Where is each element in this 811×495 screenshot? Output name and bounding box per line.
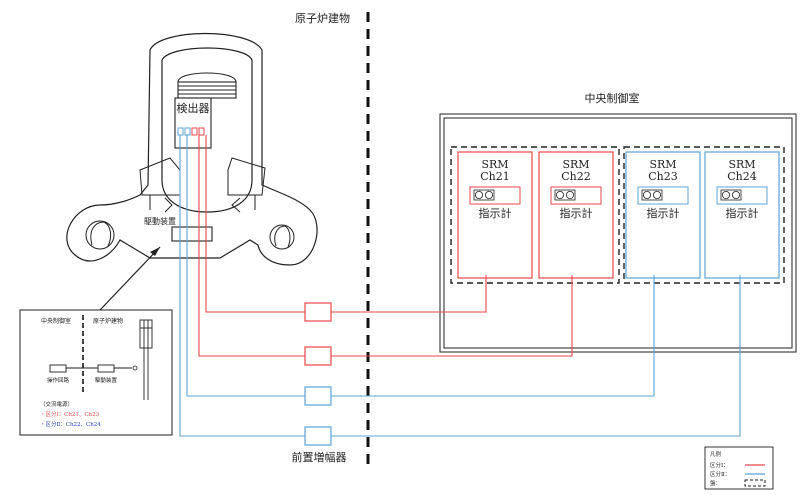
drive-unit: 駆動装置 — [144, 216, 213, 242]
legend-division2-label: 区分Ⅱ： — [710, 470, 730, 478]
preamplifiers — [304, 302, 332, 446]
central-control-room-label: 中央制御室 — [585, 91, 640, 105]
indicator-label: 指示計 — [560, 206, 593, 220]
channel-label: Ch22 — [561, 170, 591, 183]
gauge-icon — [722, 190, 731, 199]
srm-label: SRM — [649, 158, 676, 171]
inset-control-room-label: 中央制御室 — [41, 317, 71, 325]
indicator-label: 指示計 — [726, 206, 759, 220]
inset-drive-unit-label: 駆動装置 — [95, 376, 118, 384]
gauge-icon — [653, 190, 662, 199]
indicator-meter — [716, 186, 768, 205]
dome — [177, 72, 237, 99]
legend: 凡例 区分Ⅰ： 区分Ⅱ： 盤： — [704, 446, 774, 490]
inset-ac-power-title: （交流電源） — [40, 400, 73, 408]
core-internals — [139, 157, 266, 213]
srm-label: SRM — [481, 158, 508, 171]
preamplifier-3 — [304, 386, 332, 406]
gauge-icon — [484, 190, 493, 199]
indicator-meter — [550, 186, 602, 205]
inset-division1-line: ・区分Ⅰ：Ch21、Ch23 — [40, 410, 100, 418]
inset-division2-line: ・区分Ⅱ：Ch22、Ch24 — [40, 420, 101, 428]
channel-label: Ch24 — [727, 170, 757, 183]
srm-label: SRM — [562, 158, 589, 171]
preamplifier-4 — [304, 426, 332, 446]
gauge-icon — [566, 190, 575, 199]
detector-label: 検出器 — [177, 101, 210, 115]
cables-division2 — [179, 135, 741, 437]
inset-detail: 中央制御室 原子炉建物 操作回路 駆動装置 （交流電源） ・区分Ⅰ：Ch21、C… — [19, 309, 173, 436]
preamplifier-1 — [304, 302, 332, 322]
legend-division1-label: 区分Ⅰ： — [710, 461, 729, 469]
preamplifier-2 — [304, 346, 332, 366]
channel-label: Ch21 — [480, 170, 510, 183]
detector: 検出器 — [174, 97, 212, 149]
inset-reactor-building-label: 原子炉建物 — [93, 317, 123, 325]
inset-operation-circuit-label: 操作回路 — [47, 376, 70, 384]
indicator-label: 指示計 — [647, 206, 680, 220]
recirculation-loops — [85, 220, 295, 250]
inset-pointer — [99, 246, 161, 311]
srm-label: SRM — [728, 158, 755, 171]
legend-panel-label: 盤： — [710, 479, 721, 487]
reactor-vessel — [66, 32, 318, 266]
gauge-icon — [474, 190, 483, 199]
indicator-label: 指示計 — [479, 206, 512, 220]
panel-group-division2 — [623, 146, 785, 284]
drive-unit-label: 駆動装置 — [144, 216, 176, 226]
indicator-meter — [637, 186, 689, 205]
reactor-building-label: 原子炉建物 — [295, 11, 350, 25]
gauge-icon — [643, 190, 652, 199]
gauge-icon — [732, 190, 741, 199]
indicator-meter — [469, 186, 521, 205]
channel-label: Ch23 — [648, 170, 678, 183]
cables-division1 — [198, 135, 573, 357]
central-control-room: 中央制御室 — [439, 91, 797, 353]
gauge-icon — [556, 190, 565, 199]
preamplifier-label: 前置増幅器 — [292, 450, 347, 464]
legend-title: 凡例 — [710, 450, 722, 458]
panel-group-division1 — [450, 146, 620, 284]
